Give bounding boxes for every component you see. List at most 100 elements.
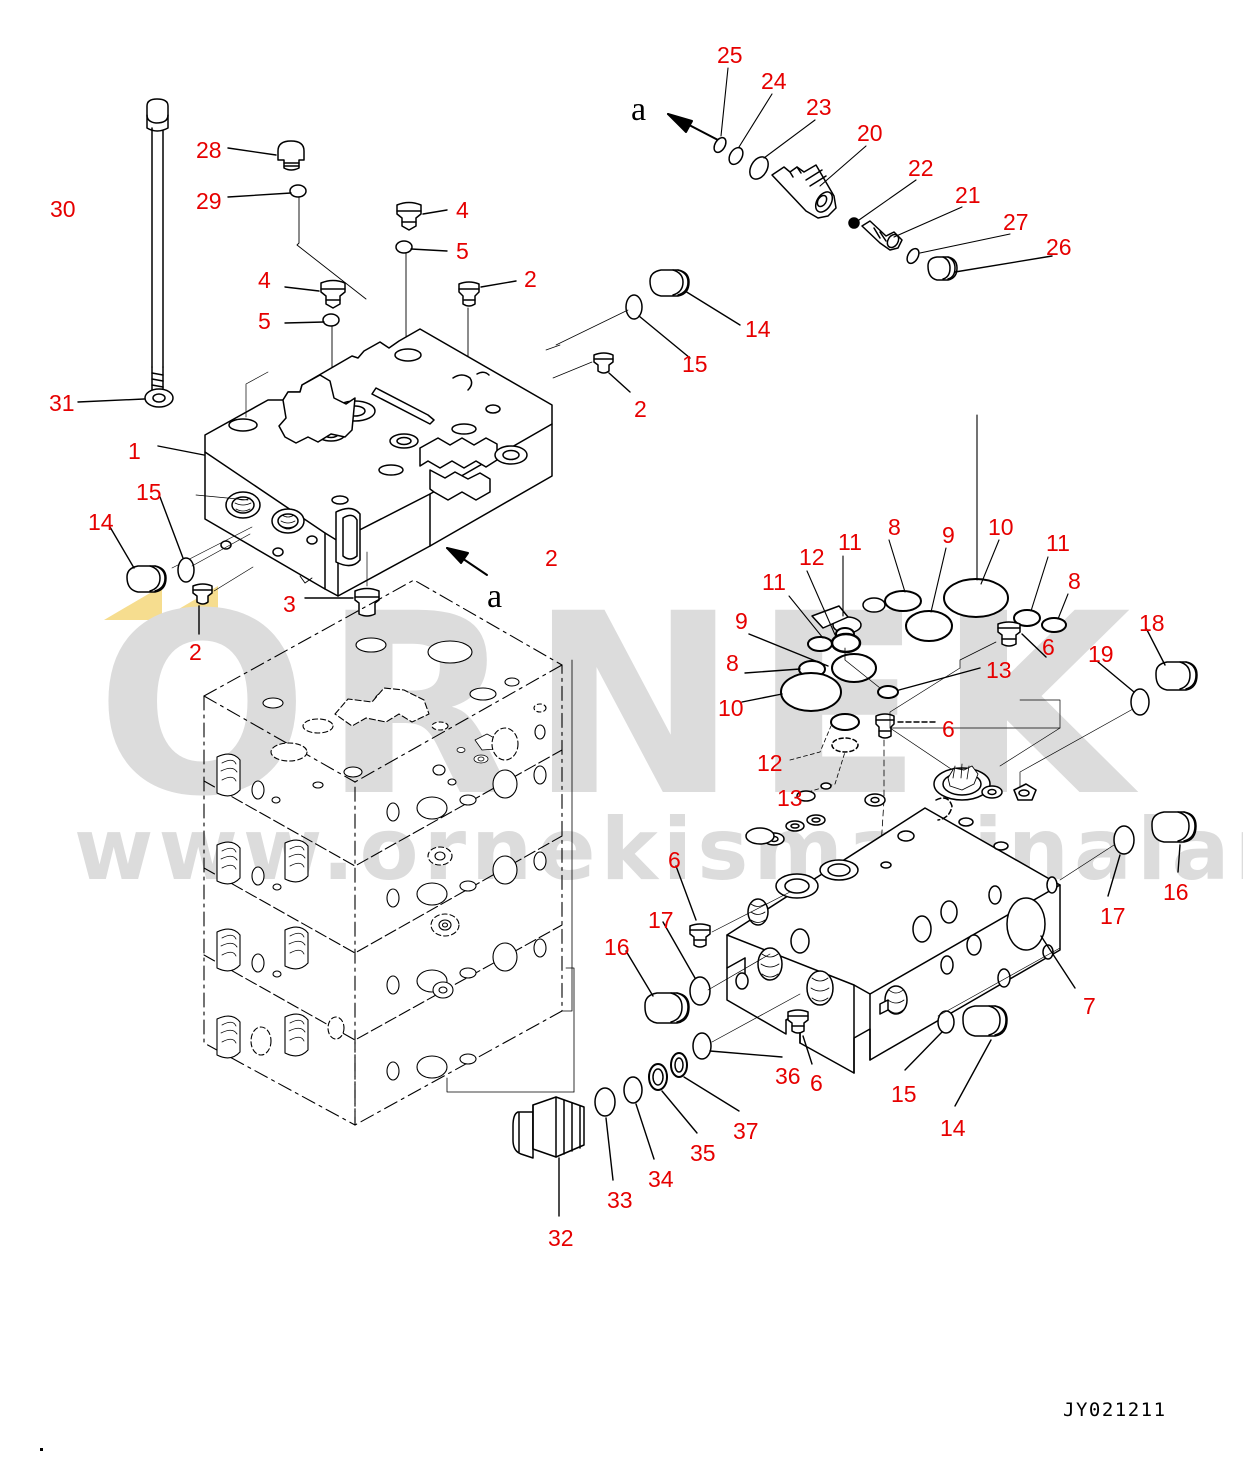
part-16-cap-right — [1151, 811, 1197, 843]
part-2-plug-left — [192, 583, 213, 605]
callout-c6d: 6 — [810, 1070, 823, 1096]
callout-c30: 30 — [50, 196, 76, 222]
part-30-long-bolt — [146, 98, 169, 393]
part-32-relief-valve — [512, 1096, 585, 1159]
part-15-oring-bottom — [937, 1010, 955, 1034]
part-26-plug — [927, 256, 958, 281]
callout-c11c: 11 — [762, 569, 786, 595]
section-arrow-a-top — [667, 113, 719, 141]
callout-c17a: 17 — [648, 907, 674, 933]
callout-c11b: 11 — [838, 529, 862, 555]
part-4-fitting-right — [396, 201, 422, 231]
drawing-number: JY021211 — [1063, 1399, 1167, 1421]
callout-c7: 7 — [1083, 993, 1096, 1019]
part-5-oring-left — [322, 313, 340, 327]
part-6-screw-lower — [787, 1009, 809, 1034]
part-37-ring — [670, 1052, 688, 1078]
callout-c14c: 14 — [940, 1115, 966, 1141]
callout-c34: 34 — [648, 1166, 674, 1192]
part-20-valve-body — [771, 164, 837, 219]
callout-c28: 28 — [196, 137, 222, 163]
part-1-main-valve-block — [204, 328, 553, 597]
callout-c31: 31 — [49, 390, 75, 416]
part-18-cap — [1155, 661, 1198, 691]
callout-c10b: 10 — [718, 695, 744, 721]
callout-c4a: 4 — [456, 197, 469, 223]
callout-c9b: 9 — [735, 608, 748, 634]
callout-c4b: 4 — [258, 267, 271, 293]
part-2-plug-right — [593, 352, 614, 374]
part-5-oring-right — [395, 240, 413, 254]
callout-c13a: 13 — [986, 657, 1012, 683]
section-mark-a-bottom: a — [487, 578, 503, 615]
callout-c20: 20 — [857, 120, 883, 146]
part-21-spool — [861, 220, 903, 251]
part-28-plug — [277, 140, 305, 171]
part-17-oring-right — [1113, 825, 1135, 855]
callout-c2b: 2 — [189, 639, 202, 665]
part-15-oring-right — [625, 294, 643, 320]
callout-c13b: 13 — [777, 785, 803, 811]
callout-c6c: 6 — [668, 847, 681, 873]
part-4-fitting-left — [320, 279, 346, 309]
callout-c8a: 8 — [888, 514, 901, 540]
callout-c35: 35 — [690, 1140, 716, 1166]
part-14-cap-bottom — [962, 1005, 1008, 1037]
callout-c15a: 15 — [136, 479, 162, 505]
callout-c11a: 11 — [1046, 530, 1070, 556]
callout-c21: 21 — [955, 182, 981, 208]
callout-c6a: 6 — [1042, 634, 1055, 660]
callout-c15b: 15 — [682, 351, 708, 377]
part-17-oring-left — [689, 976, 711, 1006]
section-mark-a-top: a — [631, 91, 647, 128]
callout-c8c: 8 — [726, 650, 739, 676]
part-3-plug-bottom — [354, 587, 380, 617]
part-33-oring — [594, 1087, 616, 1117]
callout-c10a: 10 — [988, 514, 1014, 540]
callout-c32: 32 — [548, 1225, 574, 1251]
callout-c15c: 15 — [891, 1081, 917, 1107]
part-14-cap-left — [126, 565, 167, 593]
part-31-washer — [144, 388, 174, 408]
callout-c24: 24 — [761, 68, 787, 94]
callout-c12b: 12 — [757, 750, 783, 776]
callout-c2c: 2 — [634, 396, 647, 422]
section-arrow-a-bottom — [446, 547, 488, 576]
callout-c6b: 6 — [942, 716, 955, 742]
callout-c23: 23 — [806, 94, 832, 120]
callout-c36: 36 — [775, 1063, 801, 1089]
part-29-oring — [289, 184, 307, 198]
callout-c2a: 2 — [524, 266, 537, 292]
callout-c2d: 2 — [545, 545, 558, 571]
callout-c19: 19 — [1088, 641, 1114, 667]
part-36-oring — [692, 1032, 712, 1060]
part-6-screw-mid — [689, 923, 711, 948]
callout-c22: 22 — [908, 155, 934, 181]
callout-c14a: 14 — [88, 509, 114, 535]
callout-c14b: 14 — [745, 316, 771, 342]
corner-registration-dot — [40, 1448, 43, 1451]
part-6-screw-upper-right — [997, 621, 1021, 647]
part-27-oring — [906, 247, 920, 265]
part-16-cap-left — [644, 992, 690, 1024]
part-7-right-valve-block — [726, 763, 1061, 1074]
part-35-backup-ring — [648, 1063, 668, 1091]
callout-c9a: 9 — [942, 522, 955, 548]
part-14-cap-right — [649, 269, 690, 297]
part-19-oring — [1130, 688, 1150, 716]
callout-c29: 29 — [196, 188, 222, 214]
callout-c12a: 12 — [799, 544, 825, 570]
part-15-oring-left — [177, 557, 195, 583]
callout-c1: 1 — [128, 438, 141, 464]
callout-c3: 3 — [283, 591, 296, 617]
part-23-backup-ring — [749, 156, 769, 180]
callout-c26: 26 — [1046, 234, 1072, 260]
part-22-ball — [848, 217, 860, 229]
part-34-oring — [623, 1076, 643, 1104]
callout-c5b: 5 — [258, 308, 271, 334]
seal-cluster — [780, 578, 1067, 753]
callout-c8b: 8 — [1068, 568, 1081, 594]
callout-c16b: 16 — [1163, 879, 1189, 905]
